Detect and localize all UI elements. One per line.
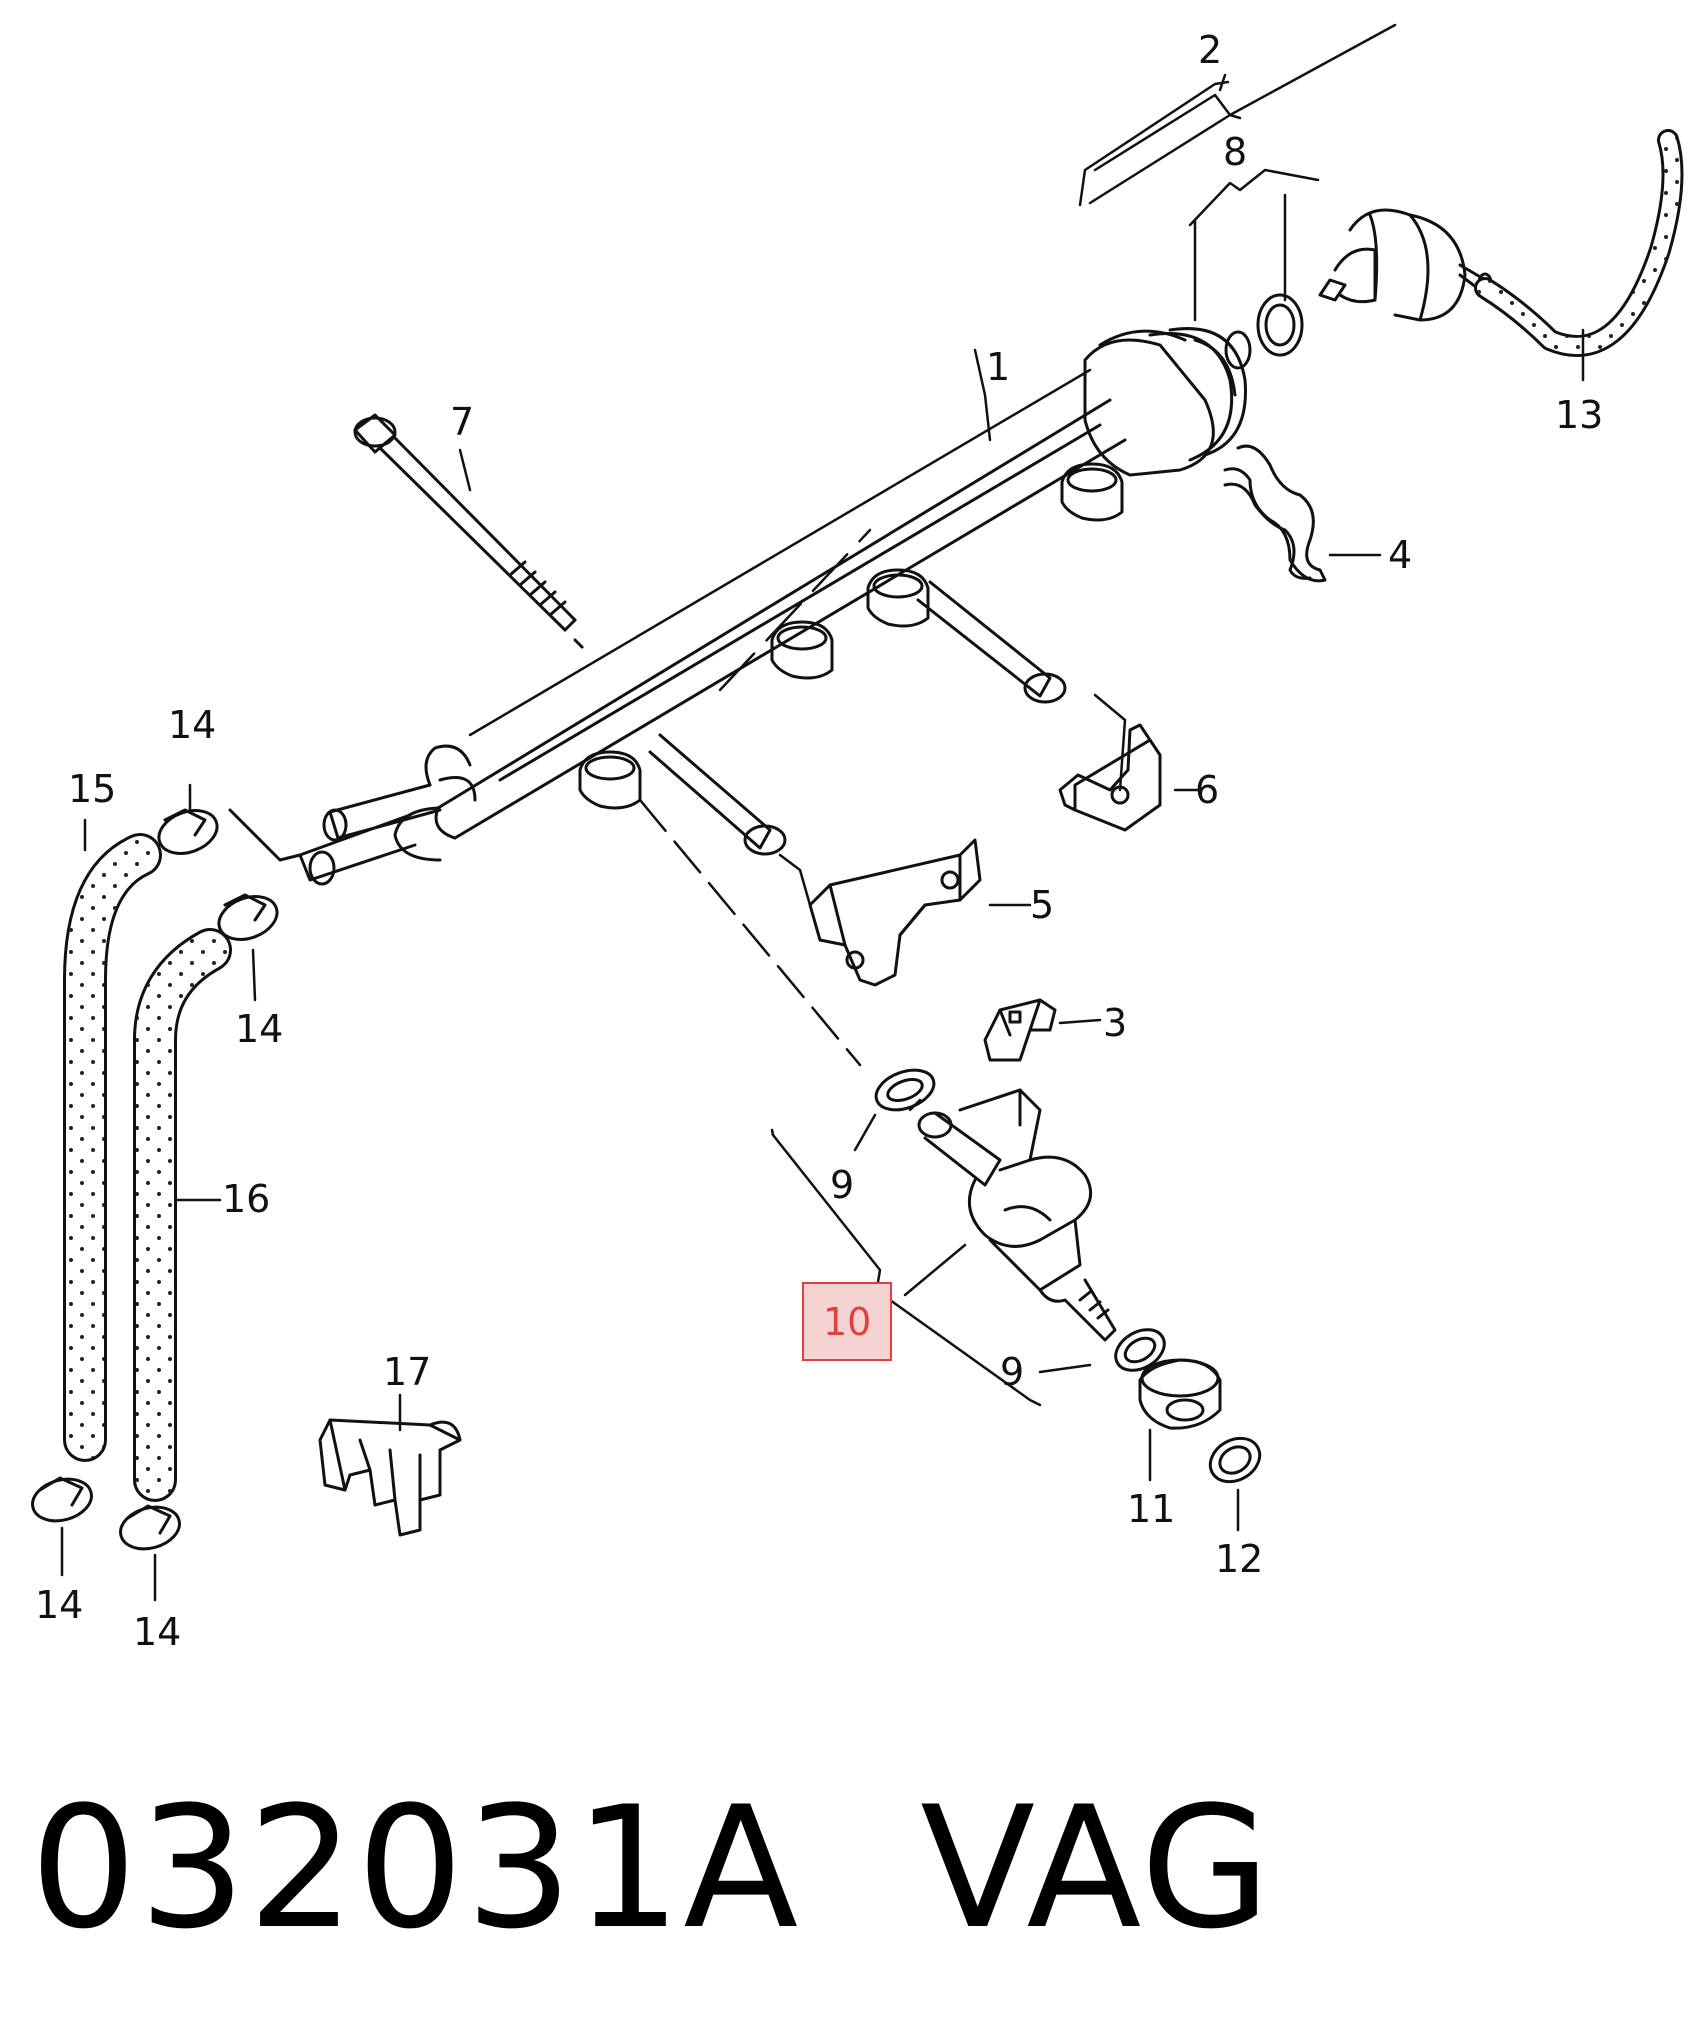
callout-highlight-box xyxy=(802,1282,892,1361)
injector-cups xyxy=(578,462,1124,810)
bolt xyxy=(353,413,587,652)
o-ring-12 xyxy=(1208,1436,1262,1484)
hose-16 xyxy=(133,928,232,1502)
callout-8: 8 xyxy=(1223,130,1247,174)
rail-left-end xyxy=(298,744,477,886)
callout-labels: 2 8 1 7 13 4 14 15 6 5 14 3 9 16 10 9 17… xyxy=(35,28,1603,1654)
leader-lines xyxy=(60,23,1585,1602)
clip-3 xyxy=(983,998,1057,1062)
vacuum-hose xyxy=(1474,129,1684,357)
callout-17: 17 xyxy=(383,1350,431,1394)
callout-15: 15 xyxy=(68,767,116,811)
retaining-clip xyxy=(1223,444,1327,583)
bracket-17 xyxy=(318,1418,462,1537)
callout-5: 5 xyxy=(1030,883,1054,927)
callout-6: 6 xyxy=(1195,768,1219,812)
fuel-rail xyxy=(434,327,1247,840)
callout-14-bottom-left: 14 xyxy=(35,1583,83,1627)
callout-9-upper: 9 xyxy=(830,1163,854,1207)
callout-11: 11 xyxy=(1127,1487,1175,1531)
callout-3: 3 xyxy=(1103,1001,1127,1045)
callout-13: 13 xyxy=(1555,393,1603,437)
seal-rings xyxy=(874,1068,1166,1372)
callout-4: 4 xyxy=(1388,533,1412,577)
bracket-5 xyxy=(808,838,982,987)
callout-14-bottom-right: 14 xyxy=(133,1610,181,1654)
callout-1: 1 xyxy=(986,345,1010,389)
part-number: 032031A xyxy=(30,1770,801,1966)
bracket-6 xyxy=(1058,723,1162,832)
callout-7: 7 xyxy=(450,400,474,444)
callout-16: 16 xyxy=(222,1177,270,1221)
hose-15 xyxy=(63,833,162,1462)
callout-14-top: 14 xyxy=(168,703,216,747)
callout-12: 12 xyxy=(1215,1537,1263,1581)
fuel-injector xyxy=(917,1088,1117,1342)
brand-name: VAG xyxy=(920,1770,1273,1966)
pressure-regulator xyxy=(1224,208,1493,370)
mounting-bosses xyxy=(648,580,1067,856)
callout-10: 10 xyxy=(823,1300,871,1344)
part-caption: 032031A VAG xyxy=(30,1768,1650,1968)
callout-14-mid: 14 xyxy=(235,1007,283,1051)
callout-9-lower: 9 xyxy=(1000,1350,1024,1394)
injector-cap xyxy=(1138,1358,1222,1430)
callout-2: 2 xyxy=(1198,28,1222,72)
hose-clamps xyxy=(31,808,302,1551)
